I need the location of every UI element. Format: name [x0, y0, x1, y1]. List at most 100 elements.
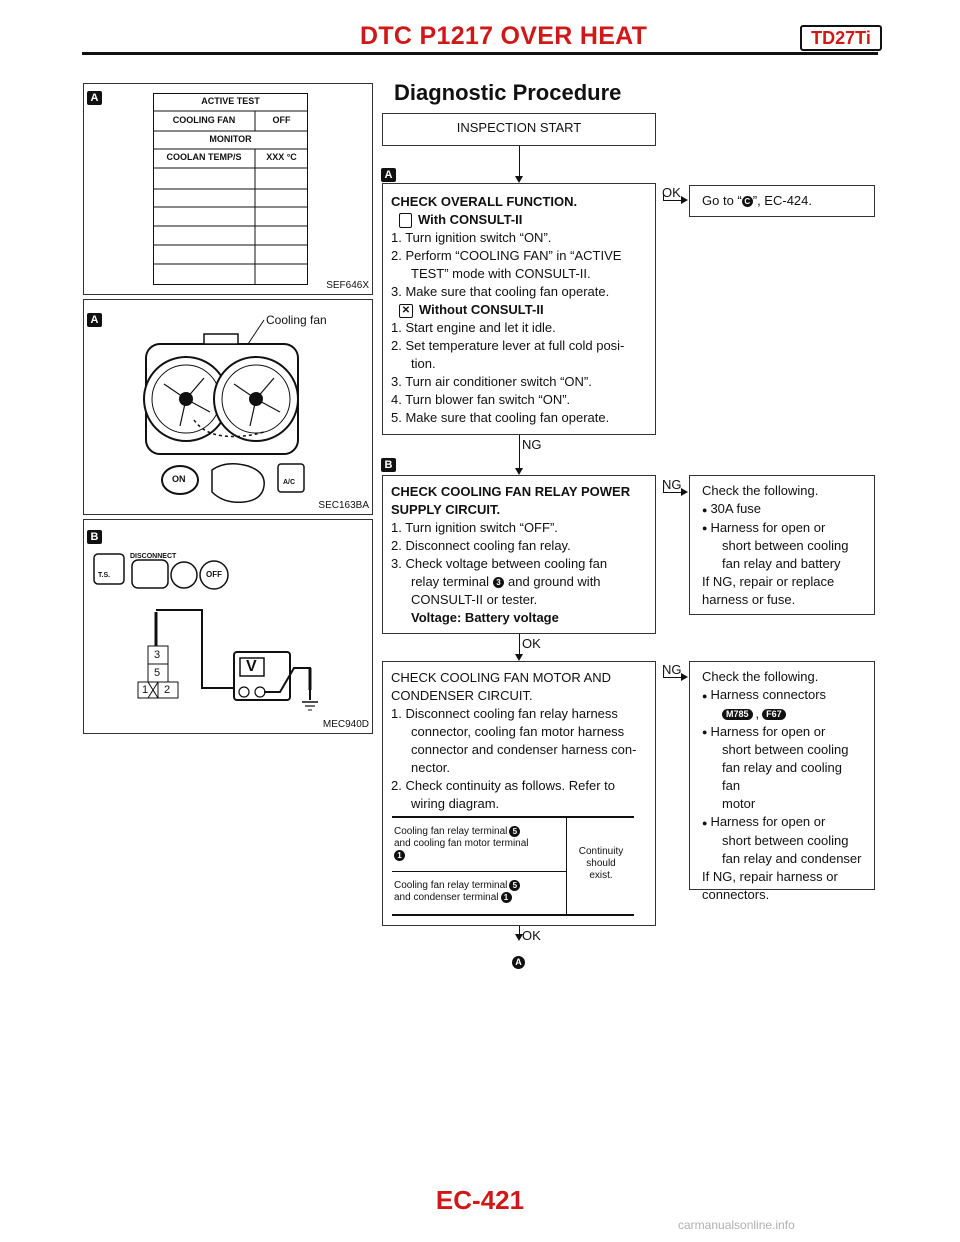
- figure-tag: A: [87, 91, 102, 105]
- step-check-relay-power-supply: CHECK COOLING FAN RELAY POWER SUPPLY CIR…: [382, 475, 656, 634]
- result-check-fuse-harness: Check the following. 30A fuse Harness fo…: [689, 475, 875, 615]
- consult-screen-table: [153, 93, 308, 285]
- figure-tag: A: [87, 313, 102, 327]
- result-go-to-c: Go to “C”, EC-424.: [689, 185, 875, 217]
- flow-arrow: [515, 468, 523, 475]
- table-divider: [392, 871, 566, 872]
- step-line: wiring diagram.: [411, 796, 500, 811]
- step-line: relay terminal: [411, 574, 490, 589]
- flow-connector: [519, 146, 520, 176]
- spec-voltage: Voltage: Battery voltage: [411, 610, 559, 625]
- footer-watermark: carmanualsonline.info: [678, 1218, 795, 1232]
- flow-connector: [519, 435, 520, 468]
- table-cell: and condenser terminal: [394, 892, 499, 904]
- figure-tag: B: [87, 530, 102, 544]
- step-line: 3. Turn air conditioner switch “ON”.: [391, 374, 592, 389]
- result-line: fan relay and condenser: [722, 850, 862, 866]
- without-consult-label: Without CONSULT-II: [419, 302, 544, 317]
- section-title: Diagnostic Procedure: [394, 80, 622, 105]
- result-line: connectors.: [702, 886, 770, 902]
- flow-connector: [519, 926, 520, 934]
- figure-code: MEC940D: [322, 719, 369, 730]
- flow-connector: [519, 634, 520, 654]
- continuity-result: Continuity should exist.: [568, 846, 634, 882]
- flow-arrow: [515, 654, 523, 661]
- consult-row-coolant-temp: COOLAN TEMP/S: [166, 152, 242, 162]
- step-line: and ground with: [508, 574, 601, 589]
- figure-code: SEC163BA: [318, 500, 369, 511]
- branch-label-ng: NG: [662, 477, 682, 492]
- table-cell: should: [586, 858, 616, 869]
- branch-label-ok: OK: [522, 636, 541, 651]
- consult-row-coolant-temp-value: XXX °C: [266, 152, 297, 162]
- model-badge: TD27Ti: [800, 25, 882, 51]
- pin-3: 3: [154, 649, 161, 661]
- ac-button-label: A/C: [283, 479, 296, 486]
- connector-f67: F67: [762, 708, 786, 720]
- ref-c-symbol: C: [741, 196, 753, 208]
- with-consult-label: With CONSULT-II: [418, 212, 523, 227]
- terminal-symbol: 5: [509, 826, 521, 837]
- cooling-fan-callout: Cooling fan: [266, 313, 327, 327]
- flow-connector: [663, 492, 681, 493]
- result-line: If NG, repair harness or: [702, 868, 838, 884]
- flow-arrow: [515, 176, 523, 183]
- step-line: 1. Turn ignition switch “ON”.: [391, 230, 552, 245]
- result-line: short between cooling: [722, 832, 849, 848]
- without-consult-icon: ✕: [399, 303, 413, 318]
- result-text-pre: Go to “: [702, 193, 742, 208]
- branch-label-ng: NG: [662, 662, 682, 677]
- result-line: If NG, repair or replace: [702, 574, 835, 590]
- table-divider: [566, 818, 567, 914]
- connector-m785: M785: [722, 708, 753, 720]
- step-line: 5. Make sure that cooling fan operate.: [391, 410, 610, 425]
- result-line: ,: [755, 705, 760, 721]
- page-number: EC-421: [435, 1185, 525, 1215]
- table-cell: Cooling fan relay terminal: [394, 826, 508, 838]
- step-line: 1. Disconnect cooling fan relay harness: [391, 706, 618, 721]
- consult-row-active-test: ACTIVE TEST: [201, 96, 260, 106]
- consult-row-cooling-fan: COOLING FAN: [172, 115, 236, 125]
- step-line: tion.: [411, 356, 436, 371]
- result-bullet: 30A fuse: [702, 500, 862, 519]
- step-line: 1. Start engine and let it idle.: [391, 320, 556, 335]
- flow-connector: [663, 485, 664, 493]
- step-line: connector and condenser harness con-: [411, 742, 637, 757]
- result-check-connectors-harness: Check the following. Harness connectors …: [689, 661, 875, 902]
- step-line: 4. Turn blower fan switch “ON”.: [391, 392, 571, 407]
- result-line: Check the following.: [702, 669, 819, 684]
- pin-5: 5: [154, 667, 161, 679]
- result-line: harness or fuse.: [702, 592, 796, 608]
- figure-consult-screen: A ACTIVE TEST COOLING FAN OFF MONITOR CO…: [83, 83, 373, 295]
- result-line: Check the following.: [702, 483, 819, 498]
- voltage-check-illustration: [93, 553, 318, 711]
- step-check-overall-function: CHECK OVERALL FUNCTION. With CONSULT-II …: [382, 183, 656, 435]
- flow-arrow: [681, 673, 688, 681]
- step-line: TEST” mode with CONSULT-II.: [411, 266, 591, 281]
- flow-connector: [663, 677, 681, 678]
- table-cell: Cooling fan relay terminal: [394, 880, 508, 892]
- page-header-title: DTC P1217 OVER HEAT: [360, 22, 648, 50]
- table-cell: Continuity: [578, 846, 624, 857]
- step-line: connector, cooling fan motor harness: [411, 724, 625, 739]
- terminal-symbol: 1: [394, 850, 405, 862]
- step-title: SUPPLY CIRCUIT.: [391, 502, 501, 517]
- result-line: fan relay and battery: [722, 556, 841, 572]
- off-label: OFF: [206, 570, 222, 579]
- flow-arrow: [681, 488, 688, 496]
- result-line: short between cooling: [722, 538, 849, 554]
- pin-1: 1: [142, 684, 149, 696]
- step-line: 3. Check voltage between cooling fan: [391, 556, 608, 571]
- step-line: 2. Set temperature lever at full cold po…: [391, 338, 625, 353]
- result-line: short between cooling: [722, 742, 849, 758]
- disconnect-label: DISCONNECT: [130, 553, 177, 560]
- result-line: motor: [722, 796, 756, 812]
- flow-connector: [663, 193, 664, 201]
- consult-row-cooling-fan-value: OFF: [272, 115, 291, 125]
- step-line: 2. Disconnect cooling fan relay.: [391, 538, 571, 553]
- terminal-symbol: 3: [493, 577, 505, 589]
- step-title: CHECK OVERALL FUNCTION.: [391, 194, 578, 209]
- flow-start-label: INSPECTION START: [456, 120, 582, 135]
